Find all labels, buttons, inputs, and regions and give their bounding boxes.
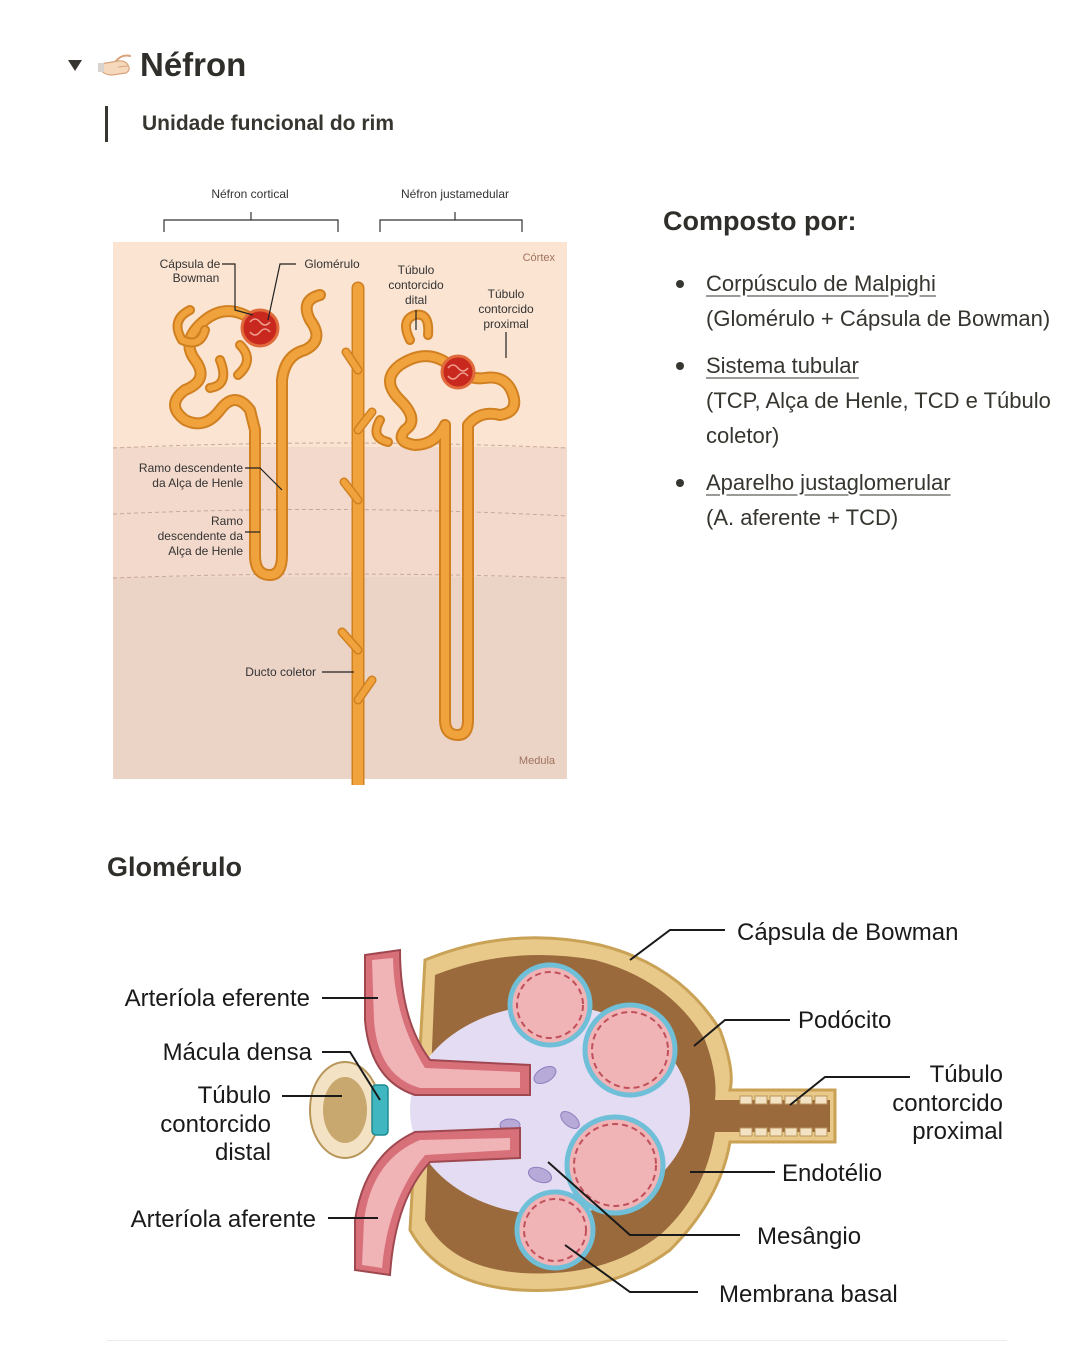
proximal-tubule-cells — [739, 1095, 828, 1137]
tcd-label-1: Túbulo — [198, 1082, 271, 1109]
capsula-label: Cápsula de — [160, 257, 221, 271]
list-item-detail: (A. aferente + TCD) — [706, 505, 899, 530]
macula-densa-label: Mácula densa — [163, 1039, 313, 1066]
tcp-label-1: Túbulo — [930, 1061, 1003, 1088]
tcp-label-1: Túbulo — [488, 287, 525, 301]
glomerulo-label: Glomérulo — [304, 257, 360, 271]
medula-label: Medula — [519, 755, 556, 767]
nephron-figure: Néfron cortical Néfron justamedular Córt… — [112, 187, 568, 785]
list-item: Aparelho justaglomerular (A. aferente + … — [676, 465, 1056, 535]
list-item: Sistema tubular (TCP, Alça de Henle, TCD… — [676, 348, 1056, 453]
arteriola-aferente-label: Arteríola aferente — [131, 1206, 316, 1233]
arteriola-eferente-label: Arteríola eferente — [125, 985, 310, 1012]
ducto-label: Ducto coletor — [245, 665, 316, 679]
toggle-arrow-icon[interactable] — [68, 59, 82, 71]
efferent-arteriole — [364, 948, 531, 1096]
ramo2-label-3: Alça de Henle — [168, 544, 243, 558]
group-cortical-label: Néfron cortical — [211, 187, 288, 201]
tcd-label-2: contorcido — [388, 278, 444, 292]
cortical-glomerulus — [240, 308, 280, 348]
macula-densa — [371, 1084, 389, 1136]
ramo1-label-1: Ramo descendente — [139, 461, 243, 475]
list-item-detail: (Glomérulo + Cápsula de Bowman) — [706, 306, 1051, 331]
bullet-icon — [676, 280, 684, 288]
capsula-bowman-label: Cápsula de Bowman — [737, 919, 958, 946]
tcp-label-2: contorcido — [892, 1090, 1003, 1117]
link-sistema-tubular[interactable]: Sistema tubular — [706, 353, 859, 378]
mesangial-cells — [499, 1065, 580, 1184]
link-aparelho-justaglomerular[interactable]: Aparelho justaglomerular — [706, 470, 951, 495]
composto-list: Corpúsculo de Malpighi (Glomérulo + Cáps… — [676, 266, 1056, 547]
bullet-icon — [676, 479, 684, 487]
tcd-label-2: contorcido — [160, 1111, 271, 1138]
bullet-icon — [676, 362, 684, 370]
quote-text: Unidade funcional do rim — [142, 112, 395, 135]
outer-medulla-zone — [113, 447, 567, 577]
juxtamedullary-nephron — [371, 309, 521, 741]
cortex-label: Córtex — [523, 252, 556, 264]
toggle-heading[interactable]: Néfron — [68, 46, 246, 84]
glomerulus-figure: Cápsula de Bowman Arteríola eferente Mác… — [125, 919, 1003, 1308]
tcd-label-3: distal — [215, 1139, 271, 1166]
divider — [107, 1340, 1007, 1341]
page-title: Néfron — [140, 46, 247, 83]
juxta-glomerulus — [440, 354, 476, 390]
afferent-arteriole — [354, 1126, 521, 1277]
ramo2-label-2: descendente da — [158, 529, 244, 543]
tcp-label-2: contorcido — [478, 302, 534, 316]
mesangio-label: Mesângio — [757, 1223, 861, 1250]
capillary-loops — [507, 962, 678, 1271]
composto-heading: Composto por: — [663, 206, 857, 236]
list-item-detail: (TCP, Alça de Henle, TCD e Túbulo coleto… — [706, 388, 1051, 448]
membrana-basal-label: Membrana basal — [719, 1281, 898, 1308]
inner-medulla-zone — [113, 577, 567, 779]
pinch-hand-icon — [98, 54, 131, 76]
quote-block: Unidade funcional do rim — [105, 106, 394, 142]
tcp-label-3: proximal — [912, 1118, 1003, 1145]
link-corpusculo[interactable]: Corpúsculo de Malpighi — [706, 271, 936, 296]
capsula-label-2: Bowman — [173, 271, 220, 285]
podocito-label: Podócito — [798, 1007, 891, 1034]
tcp-label-3: proximal — [483, 317, 528, 331]
distal-tubule-lumen — [323, 1077, 367, 1143]
list-item: Corpúsculo de Malpighi (Glomérulo + Cáps… — [676, 266, 1056, 336]
collecting-duct — [337, 281, 377, 785]
ramo1-label-2: da Alça de Henle — [152, 476, 243, 490]
ramo2-label-1: Ramo — [211, 514, 243, 528]
glomerulo-heading: Glomérulo — [107, 852, 243, 882]
cortical-nephron — [169, 289, 326, 581]
tcd-label-1: Túbulo — [398, 263, 435, 277]
group-juxta-label: Néfron justamedular — [401, 187, 509, 201]
endotelio-label: Endotélio — [782, 1160, 882, 1187]
tcd-label-3: dital — [405, 293, 427, 307]
